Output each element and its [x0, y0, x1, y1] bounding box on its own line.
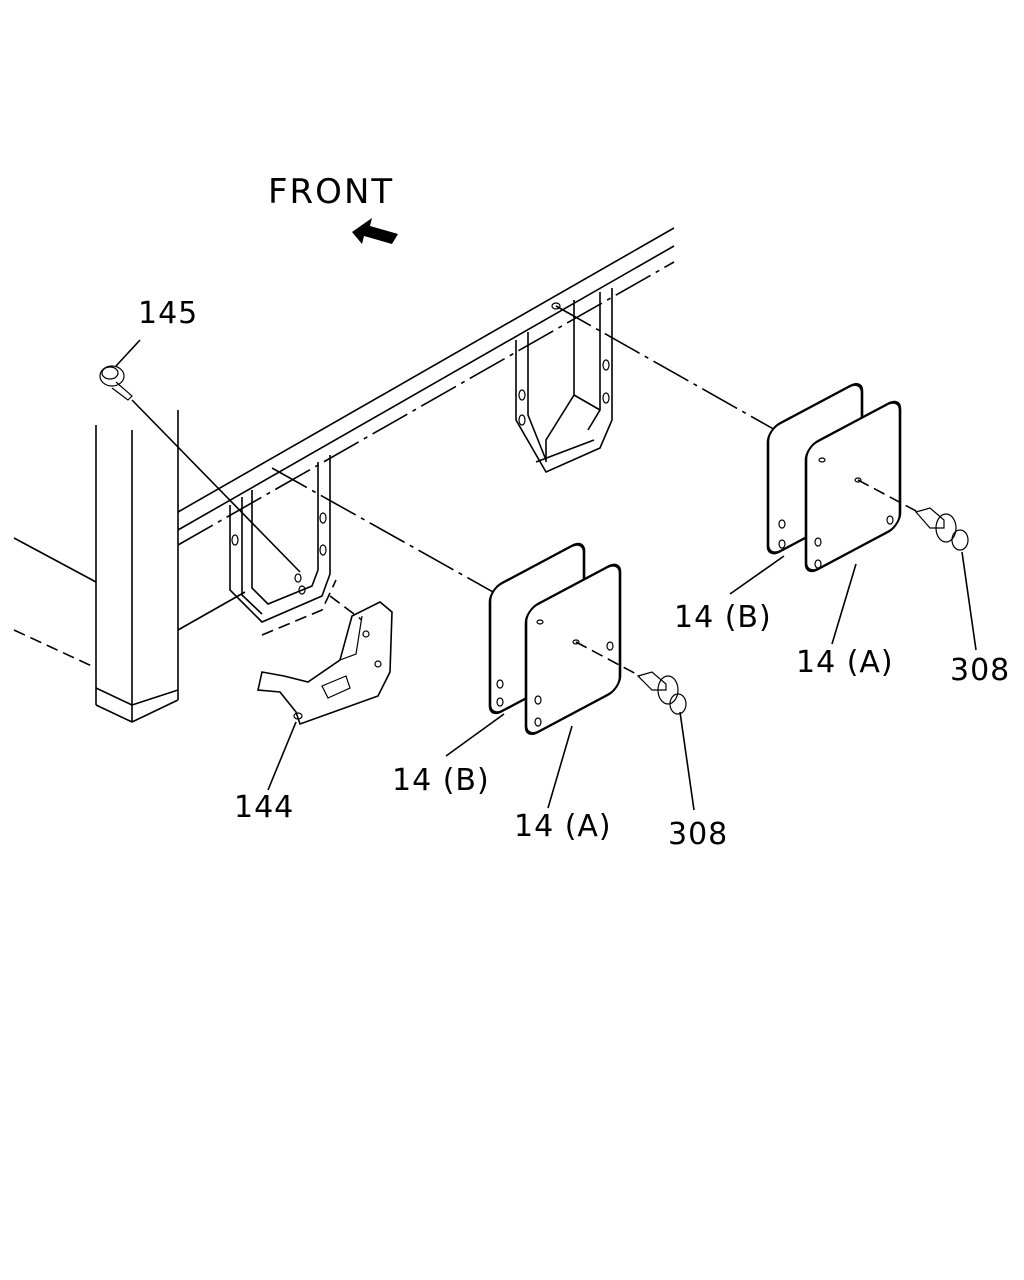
front-label: FRONT — [268, 172, 394, 212]
label-308-rear: 308 — [950, 653, 1010, 688]
bolt-145 — [99, 339, 301, 573]
front-hanger — [229, 455, 337, 636]
label-14b-front: 14 (B) — [392, 763, 490, 798]
frame-post — [13, 410, 179, 723]
label-308-front: 308 — [668, 817, 728, 852]
frame-rail — [177, 227, 675, 631]
label-14a-rear: 14 (A) — [796, 645, 894, 680]
rear-plate-assembly — [555, 305, 977, 651]
label-14a-front: 14 (A) — [514, 809, 612, 844]
bracket-144 — [257, 595, 393, 791]
label-145: 145 — [138, 296, 198, 331]
label-144: 144 — [234, 790, 294, 825]
front-plate-assembly — [271, 467, 695, 811]
label-14b-rear: 14 (B) — [674, 600, 772, 635]
rear-hanger — [515, 288, 613, 474]
front-arrow-icon — [352, 218, 398, 244]
